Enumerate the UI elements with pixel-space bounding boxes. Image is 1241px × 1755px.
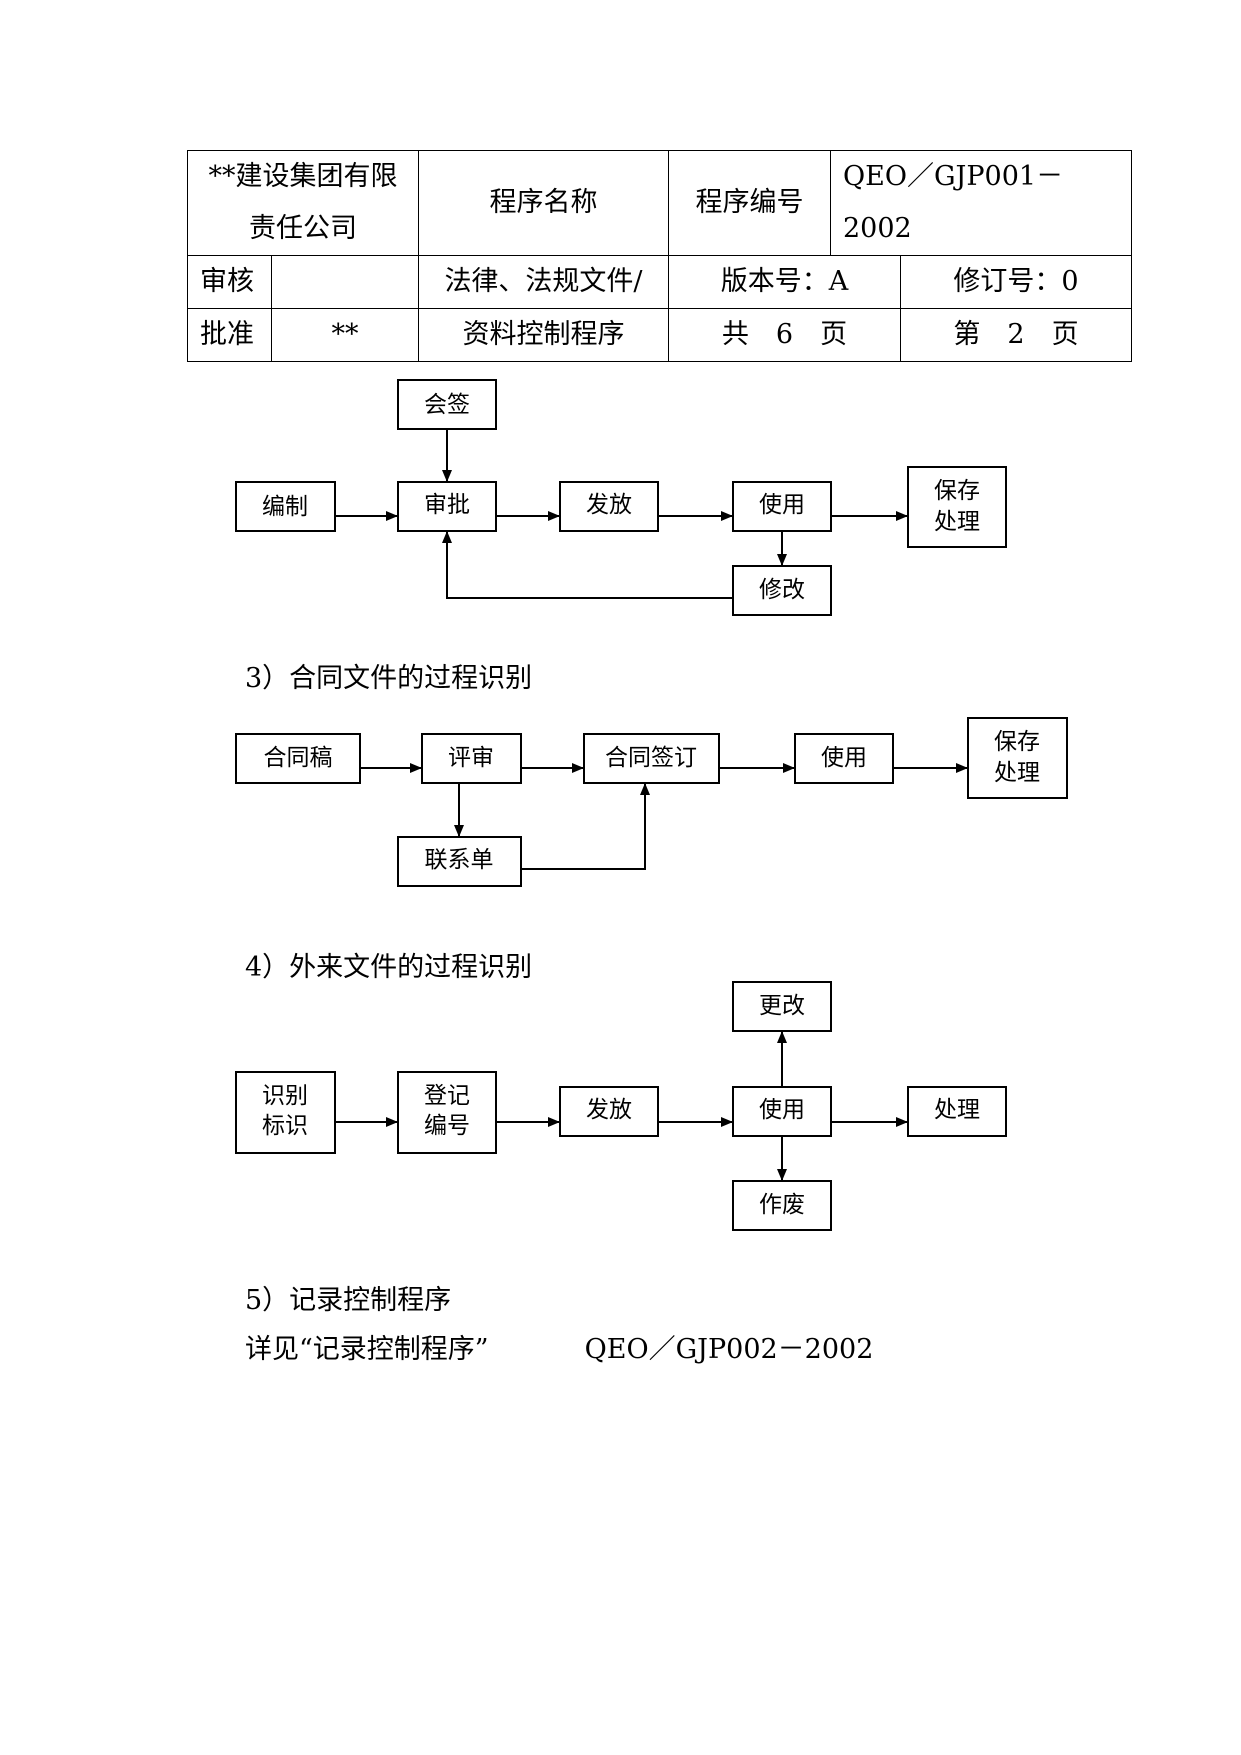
keep-label-line1: 保存 (934, 478, 980, 504)
arrow-modify-approve (442, 531, 733, 599)
revision-number: 修订号：0 (899, 255, 1133, 309)
countersign-label: 会签 (424, 392, 470, 418)
review-value (271, 255, 419, 309)
keep-box-3 (967, 717, 1068, 799)
handle-label: 处理 (934, 1097, 980, 1123)
program-no-label: 程序编号 (668, 150, 831, 256)
modify-label: 修改 (759, 577, 805, 603)
review-label-flow: 评审 (448, 745, 494, 771)
keep-box (907, 466, 1007, 548)
use-label-3: 使用 (821, 745, 867, 771)
handle-box (907, 1086, 1007, 1137)
contact-label: 联系单 (425, 847, 494, 873)
section4-title: 4）外来文件的过程识别 (245, 952, 533, 983)
version-number: 版本号：A (668, 255, 901, 309)
issue-label: 发放 (586, 492, 632, 518)
document-title-line2: 资料控制程序 (418, 308, 669, 362)
review-label: 审核 (187, 255, 272, 309)
keep-label-line2: 处理 (934, 509, 980, 535)
flow4-diagram (235, 981, 1007, 1231)
sign-box (583, 733, 720, 784)
reference-code: QEO／GJP002－2002 (584, 1334, 874, 1365)
sign-label: 合同签订 (605, 745, 697, 771)
use-label: 使用 (759, 492, 805, 518)
register-label-line2: 编号 (424, 1113, 470, 1139)
flow3-diagram (235, 717, 1068, 887)
review-box (421, 733, 522, 784)
company-name-cell: **建设集团有限 责任公司 (187, 150, 419, 256)
section5-title: 5）记录控制程序 (245, 1285, 452, 1316)
approve-label-flow: 审批 (424, 492, 470, 518)
arrow-contact-sign (521, 783, 650, 870)
flow1-diagram (235, 379, 1007, 616)
page-number: 第 2 页 (899, 308, 1133, 362)
record-control-reference: 详见“记录控制程序” QEO／GJP002－2002 (245, 1327, 873, 1366)
compile-label: 编制 (262, 494, 308, 520)
total-pages: 共 6 页 (668, 308, 901, 362)
identify-box (235, 1071, 336, 1154)
issue-label-4: 发放 (586, 1097, 632, 1123)
issue-box (559, 481, 659, 532)
draft-box (235, 733, 361, 784)
document-header-table: **建设集团有限 责任公司 程序名称 程序编号 QEO／GJP001－2002 … (187, 150, 1133, 362)
use-box-3 (794, 733, 894, 784)
register-box (397, 1071, 497, 1154)
section3-title: 3）合同文件的过程识别 (245, 663, 533, 694)
reference-text: 详见“记录控制程序” (245, 1334, 489, 1365)
identify-label-line2: 标识 (262, 1113, 308, 1139)
keep-label-3-line1: 保存 (994, 729, 1040, 755)
compile-box (235, 481, 336, 532)
approve-label: 批准 (187, 308, 272, 362)
register-label-line1: 登记 (424, 1083, 470, 1109)
change-label: 更改 (759, 993, 805, 1019)
company-name-line1: **建设集团有限 (208, 161, 398, 192)
modify-box (732, 565, 832, 616)
use-label-4: 使用 (759, 1097, 805, 1123)
draft-label: 合同稿 (264, 745, 333, 771)
issue-box-4 (559, 1086, 659, 1137)
approve-value: ** (271, 308, 419, 362)
obsolete-label: 作废 (759, 1192, 805, 1218)
document-title-line1: 法律、法规文件/ (418, 255, 669, 309)
obsolete-box (732, 1180, 832, 1231)
keep-label-3-line2: 处理 (994, 760, 1040, 786)
company-name-line2: 责任公司 (249, 213, 357, 244)
contact-box (397, 836, 522, 887)
identify-label-line1: 识别 (262, 1083, 308, 1109)
program-no-value: QEO／GJP001－2002 (829, 150, 1133, 256)
